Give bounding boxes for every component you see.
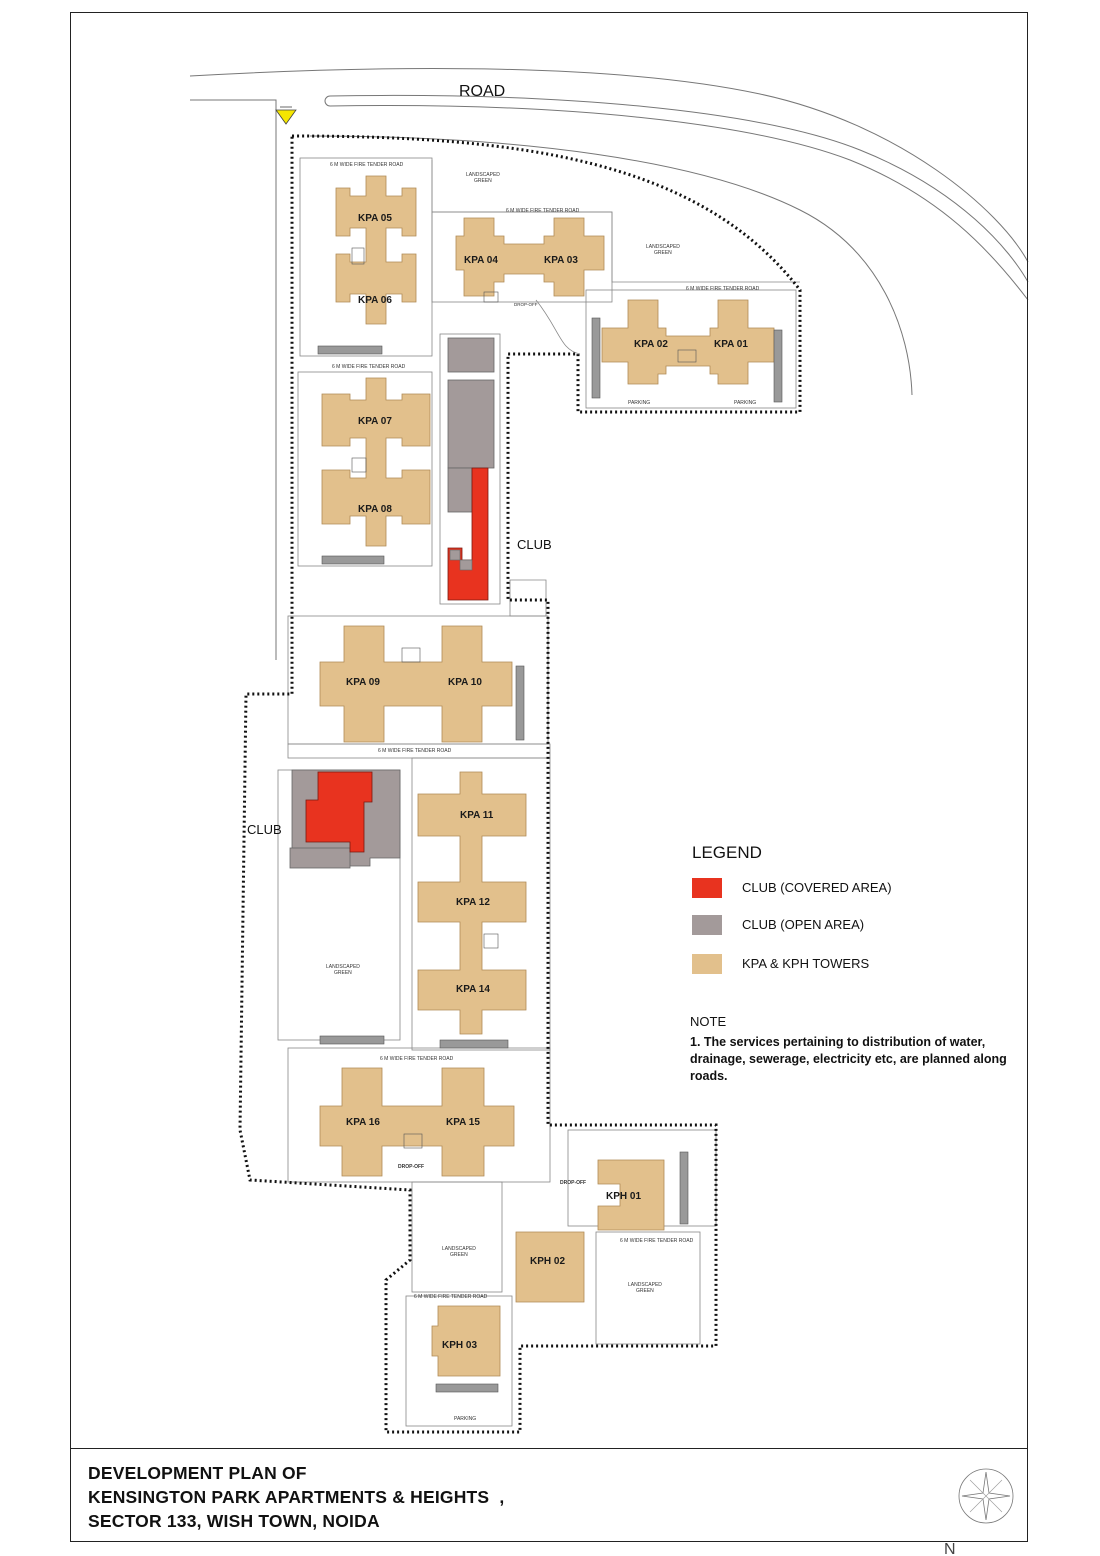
compass-north-letter: N — [944, 1541, 956, 1556]
tower-label-kpa06: KPA 06 — [358, 295, 392, 306]
parking-label: PARKING — [734, 400, 756, 406]
parking-strips — [317, 317, 783, 1393]
dropoff-label: DROP-OFF — [560, 1180, 586, 1186]
fire-road-label: 6 M WIDE FIRE TENDER ROAD — [380, 1056, 454, 1062]
towers — [319, 175, 775, 1377]
note-text: 1. The services pertaining to distributi… — [690, 1035, 1007, 1083]
tower-label-kpa12: KPA 12 — [456, 897, 490, 908]
tower-label-kpa15: KPA 15 — [446, 1117, 480, 1128]
road-label: ROAD — [459, 83, 505, 100]
tower-label-kpa01: KPA 01 — [714, 339, 748, 350]
tower-label-kph02: KPH 02 — [530, 1256, 565, 1267]
legend-label-club-covered: CLUB (COVERED AREA) — [742, 880, 892, 895]
green-label: LANDSCAPED — [628, 1282, 662, 1288]
green-label: GREEN — [334, 970, 352, 976]
tower-label-kpa07: KPA 07 — [358, 416, 392, 427]
drawing-annotations: 6 M WIDE FIRE TENDER ROAD 6 M WIDE FIRE … — [326, 162, 760, 1422]
green-label: GREEN — [450, 1252, 468, 1258]
tower-label-kpa04: KPA 04 — [464, 255, 498, 266]
legend-title: LEGEND — [692, 843, 762, 862]
tower-label-kpa03: KPA 03 — [544, 255, 578, 266]
tower-label-kph03: KPH 03 — [442, 1340, 477, 1351]
fire-road-label: 6 M WIDE FIRE TENDER ROAD — [506, 208, 580, 214]
tower-labels: KPA 05 KPA 06 KPA 04 KPA 03 KPA 02 KPA 0… — [346, 213, 748, 1351]
tower-label-kpa14: KPA 14 — [456, 984, 490, 995]
tower-label-kpa10: KPA 10 — [448, 677, 482, 688]
fire-road-label: 6 M WIDE FIRE TENDER ROAD — [620, 1238, 694, 1244]
green-label: GREEN — [654, 250, 672, 256]
tower-label-kph01: KPH 01 — [606, 1191, 641, 1202]
entry-marker-icon — [275, 109, 297, 125]
dropoff-label: DROP-OFF — [398, 1164, 424, 1170]
green-label: GREEN — [474, 178, 492, 184]
fire-road-label: 6 M WIDE FIRE TENDER ROAD — [330, 162, 404, 168]
tower-label-kpa08: KPA 08 — [358, 504, 392, 515]
title-block: DEVELOPMENT PLAN OF KENSINGTON PARK APAR… — [70, 1448, 1028, 1542]
dropoff-label: DROP-OFF — [514, 302, 538, 307]
parking-label: PARKING — [628, 400, 650, 406]
tower-label-kpa02: KPA 02 — [634, 339, 668, 350]
green-label: LANDSCAPED — [646, 244, 680, 250]
title-line-3: SECTOR 133, WISH TOWN, NOIDA — [88, 1511, 380, 1531]
club-label-top: CLUB — [517, 537, 552, 552]
legend-label-towers: KPA & KPH TOWERS — [742, 956, 870, 971]
club-covered-area — [305, 467, 489, 853]
fire-road-label: 6 M WIDE FIRE TENDER ROAD — [378, 748, 452, 754]
green-label: LANDSCAPED — [442, 1246, 476, 1252]
road-lines — [189, 68, 1029, 660]
legend-swatch-towers — [692, 954, 722, 974]
legend-label-club-open: CLUB (OPEN AREA) — [742, 917, 865, 932]
note-title: NOTE — [690, 1014, 727, 1029]
green-label: LANDSCAPED — [326, 964, 360, 970]
legend-swatch-club-covered — [692, 878, 722, 898]
tower-label-kpa11: KPA 11 — [460, 810, 494, 821]
fire-road-label: 6 M WIDE FIRE TENDER ROAD — [332, 364, 406, 370]
fire-road-label: 6 M WIDE FIRE TENDER ROAD — [414, 1294, 488, 1300]
fire-road-label: 6 M WIDE FIRE TENDER ROAD — [686, 286, 760, 292]
green-label: GREEN — [636, 1288, 654, 1294]
parking-label: PARKING — [454, 1416, 476, 1422]
green-label: LANDSCAPED — [466, 172, 500, 178]
stair-marks — [351, 247, 697, 1149]
tower-label-kpa16: KPA 16 — [346, 1117, 380, 1128]
site-boundary — [238, 134, 802, 1434]
north-compass-icon — [958, 1468, 1014, 1524]
legend-swatch-club-open — [692, 915, 722, 935]
tower-label-kpa05: KPA 05 — [358, 213, 392, 224]
title-line-2: KENSINGTON PARK APARTMENTS & HEIGHTS , — [88, 1487, 505, 1507]
title-line-1: DEVELOPMENT PLAN OF — [88, 1463, 307, 1483]
tower-label-kpa09: KPA 09 — [346, 677, 380, 688]
club-label-left: CLUB — [247, 822, 282, 837]
